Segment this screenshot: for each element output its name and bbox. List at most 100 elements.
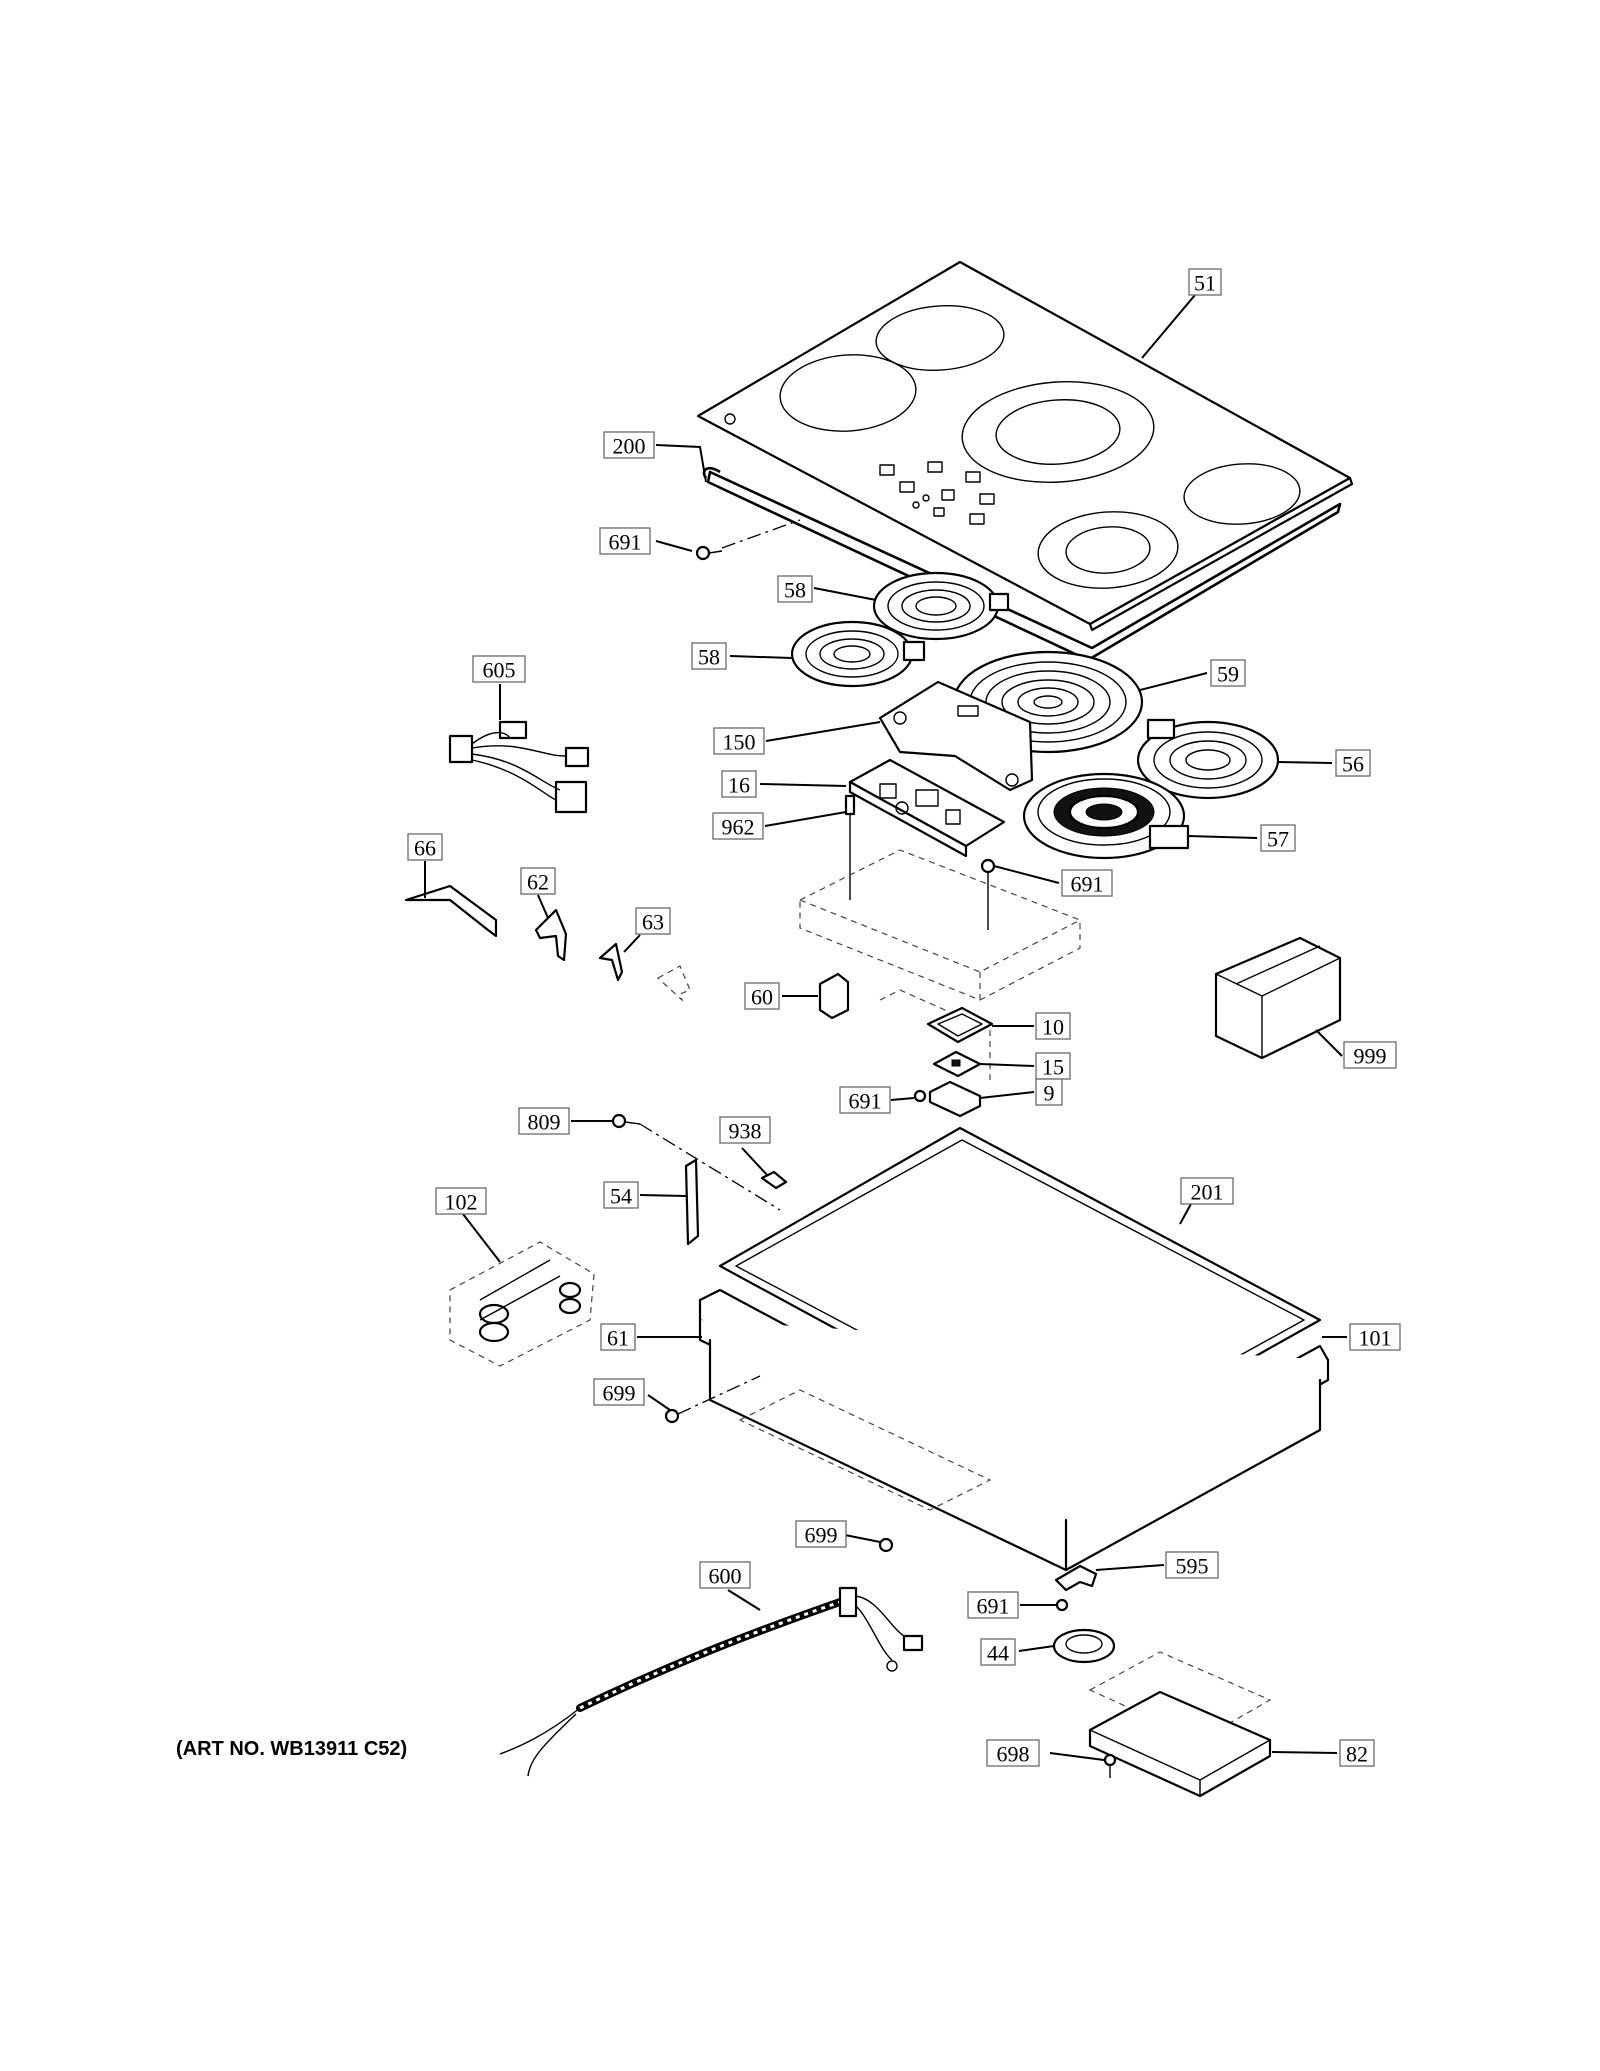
wire-harness-drawing	[448, 720, 590, 814]
callout-58-upper[interactable]: 58	[777, 575, 813, 603]
callout-57[interactable]: 57	[1260, 824, 1296, 852]
callout-9[interactable]: 9	[1035, 1078, 1063, 1106]
callout-59[interactable]: 59	[1210, 659, 1246, 687]
callout-150[interactable]: 150	[713, 727, 765, 755]
callout-15-text: 15	[1042, 1055, 1064, 1080]
bracket-54-drawing	[684, 1158, 700, 1246]
callout-691-lower[interactable]: 691	[839, 1086, 891, 1114]
screw-drawing-top	[695, 519, 801, 561]
callout-16[interactable]: 16	[721, 770, 757, 798]
callout-999[interactable]: 999	[1343, 1041, 1397, 1069]
burner-box-dashed-drawing	[799, 849, 1081, 1080]
knob-60-drawing	[818, 972, 850, 1020]
callout-54-text: 54	[610, 1184, 632, 1209]
callout-63[interactable]: 63	[635, 907, 671, 935]
callout-56[interactable]: 56	[1335, 749, 1371, 777]
glass-cooktop-drawing	[696, 260, 1354, 632]
radiant-element-57-drawing	[1022, 772, 1190, 860]
radiant-element-58-upper-drawing	[872, 571, 1010, 641]
callout-938-text: 938	[729, 1119, 762, 1144]
callout-66[interactable]: 66	[407, 833, 443, 861]
callout-691-middle[interactable]: 691	[1061, 869, 1113, 897]
callout-605-text: 605	[483, 658, 516, 683]
radiant-element-58-lower-drawing	[790, 620, 926, 688]
callout-58-upper-text: 58	[784, 578, 806, 603]
vent-kit-102-drawing	[449, 1241, 595, 1367]
callout-66-text: 66	[414, 836, 436, 861]
callout-600-text: 600	[709, 1564, 742, 1589]
callout-101[interactable]: 101	[1349, 1323, 1401, 1351]
fuse-drawing	[844, 794, 856, 900]
callout-58-lower[interactable]: 58	[691, 642, 727, 670]
grommet-44-drawing	[1052, 1628, 1116, 1664]
screw-drawing-699-upper	[664, 1375, 761, 1424]
callout-699-lower-text: 699	[805, 1523, 838, 1548]
callout-51[interactable]: 51	[1188, 268, 1222, 296]
callout-62[interactable]: 62	[520, 867, 556, 895]
callout-962[interactable]: 962	[712, 812, 764, 840]
switch-15-drawing	[932, 1050, 982, 1078]
conduit-600-drawing	[499, 1586, 924, 1777]
callout-82-text: 82	[1346, 1742, 1368, 1767]
callout-15[interactable]: 15	[1035, 1052, 1071, 1080]
control-board-drawing	[848, 758, 1006, 858]
callout-63-text: 63	[642, 910, 664, 935]
callout-595[interactable]: 595	[1165, 1551, 1219, 1579]
callout-699-upper[interactable]: 699	[593, 1378, 645, 1406]
callout-691[interactable]: 691	[599, 527, 651, 555]
callout-51-text: 51	[1194, 271, 1216, 296]
carton-box-drawing	[1214, 936, 1342, 1060]
callout-200[interactable]: 200	[603, 431, 655, 459]
callout-10[interactable]: 10	[1035, 1012, 1071, 1040]
screw-drawing-698	[1103, 1753, 1117, 1778]
callout-60[interactable]: 60	[744, 982, 780, 1010]
cooktop-frame-drawing	[698, 1126, 1330, 1572]
radiant-element-56-drawing	[1136, 718, 1280, 800]
callout-691-text: 691	[609, 530, 642, 555]
callout-59-text: 59	[1217, 662, 1239, 687]
callout-labels: 51 200 691 58 58 59 605 150	[407, 268, 1401, 1767]
callout-605[interactable]: 605	[472, 655, 526, 683]
switch-9-drawing	[928, 1080, 982, 1118]
callout-200-text: 200	[613, 434, 646, 459]
art-number-caption: (ART NO. WB13911 C52)	[176, 1738, 408, 1760]
screw-drawing-699-lower	[878, 1537, 894, 1553]
dashed-bracket-drawing	[656, 965, 691, 1003]
callout-10-text: 10	[1042, 1015, 1064, 1040]
callout-61-text: 61	[607, 1326, 629, 1351]
screw-drawing-middle	[980, 858, 996, 930]
screw-drawing-809	[611, 1113, 781, 1211]
callout-82[interactable]: 82	[1339, 1739, 1375, 1767]
callout-16-text: 16	[728, 773, 750, 798]
callout-62-text: 62	[527, 870, 549, 895]
bottom-panel-dashed-drawing	[738, 1389, 992, 1511]
callout-201[interactable]: 201	[1180, 1177, 1234, 1205]
callout-9-text: 9	[1044, 1081, 1055, 1106]
screw-drawing-691-bottom	[1055, 1598, 1069, 1612]
callout-61[interactable]: 61	[600, 1323, 636, 1351]
callout-60-text: 60	[751, 985, 773, 1010]
callout-44[interactable]: 44	[980, 1638, 1016, 1666]
callout-600[interactable]: 600	[699, 1561, 751, 1589]
bracket-66-drawing	[404, 884, 498, 938]
callout-809[interactable]: 809	[518, 1107, 570, 1135]
callout-595-text: 595	[1176, 1554, 1209, 1579]
callout-102[interactable]: 102	[435, 1187, 487, 1215]
callout-699-upper-text: 699	[603, 1381, 636, 1406]
callout-691-bottom[interactable]: 691	[967, 1591, 1019, 1619]
callout-699-lower[interactable]: 699	[795, 1520, 847, 1548]
callout-54[interactable]: 54	[603, 1181, 639, 1209]
callout-809-text: 809	[528, 1110, 561, 1135]
callout-56-text: 56	[1342, 752, 1364, 777]
callout-698-text: 698	[997, 1742, 1030, 1767]
callout-691-middle-text: 691	[1071, 872, 1104, 897]
callout-58-lower-text: 58	[698, 645, 720, 670]
callout-150-text: 150	[723, 730, 756, 755]
callout-698[interactable]: 698	[986, 1739, 1040, 1767]
callout-938[interactable]: 938	[719, 1116, 771, 1144]
callout-691-bottom-text: 691	[977, 1594, 1010, 1619]
bracket-62-drawing	[534, 908, 568, 962]
callout-102-text: 102	[445, 1190, 478, 1215]
element-bracket-drawing	[878, 680, 1034, 792]
